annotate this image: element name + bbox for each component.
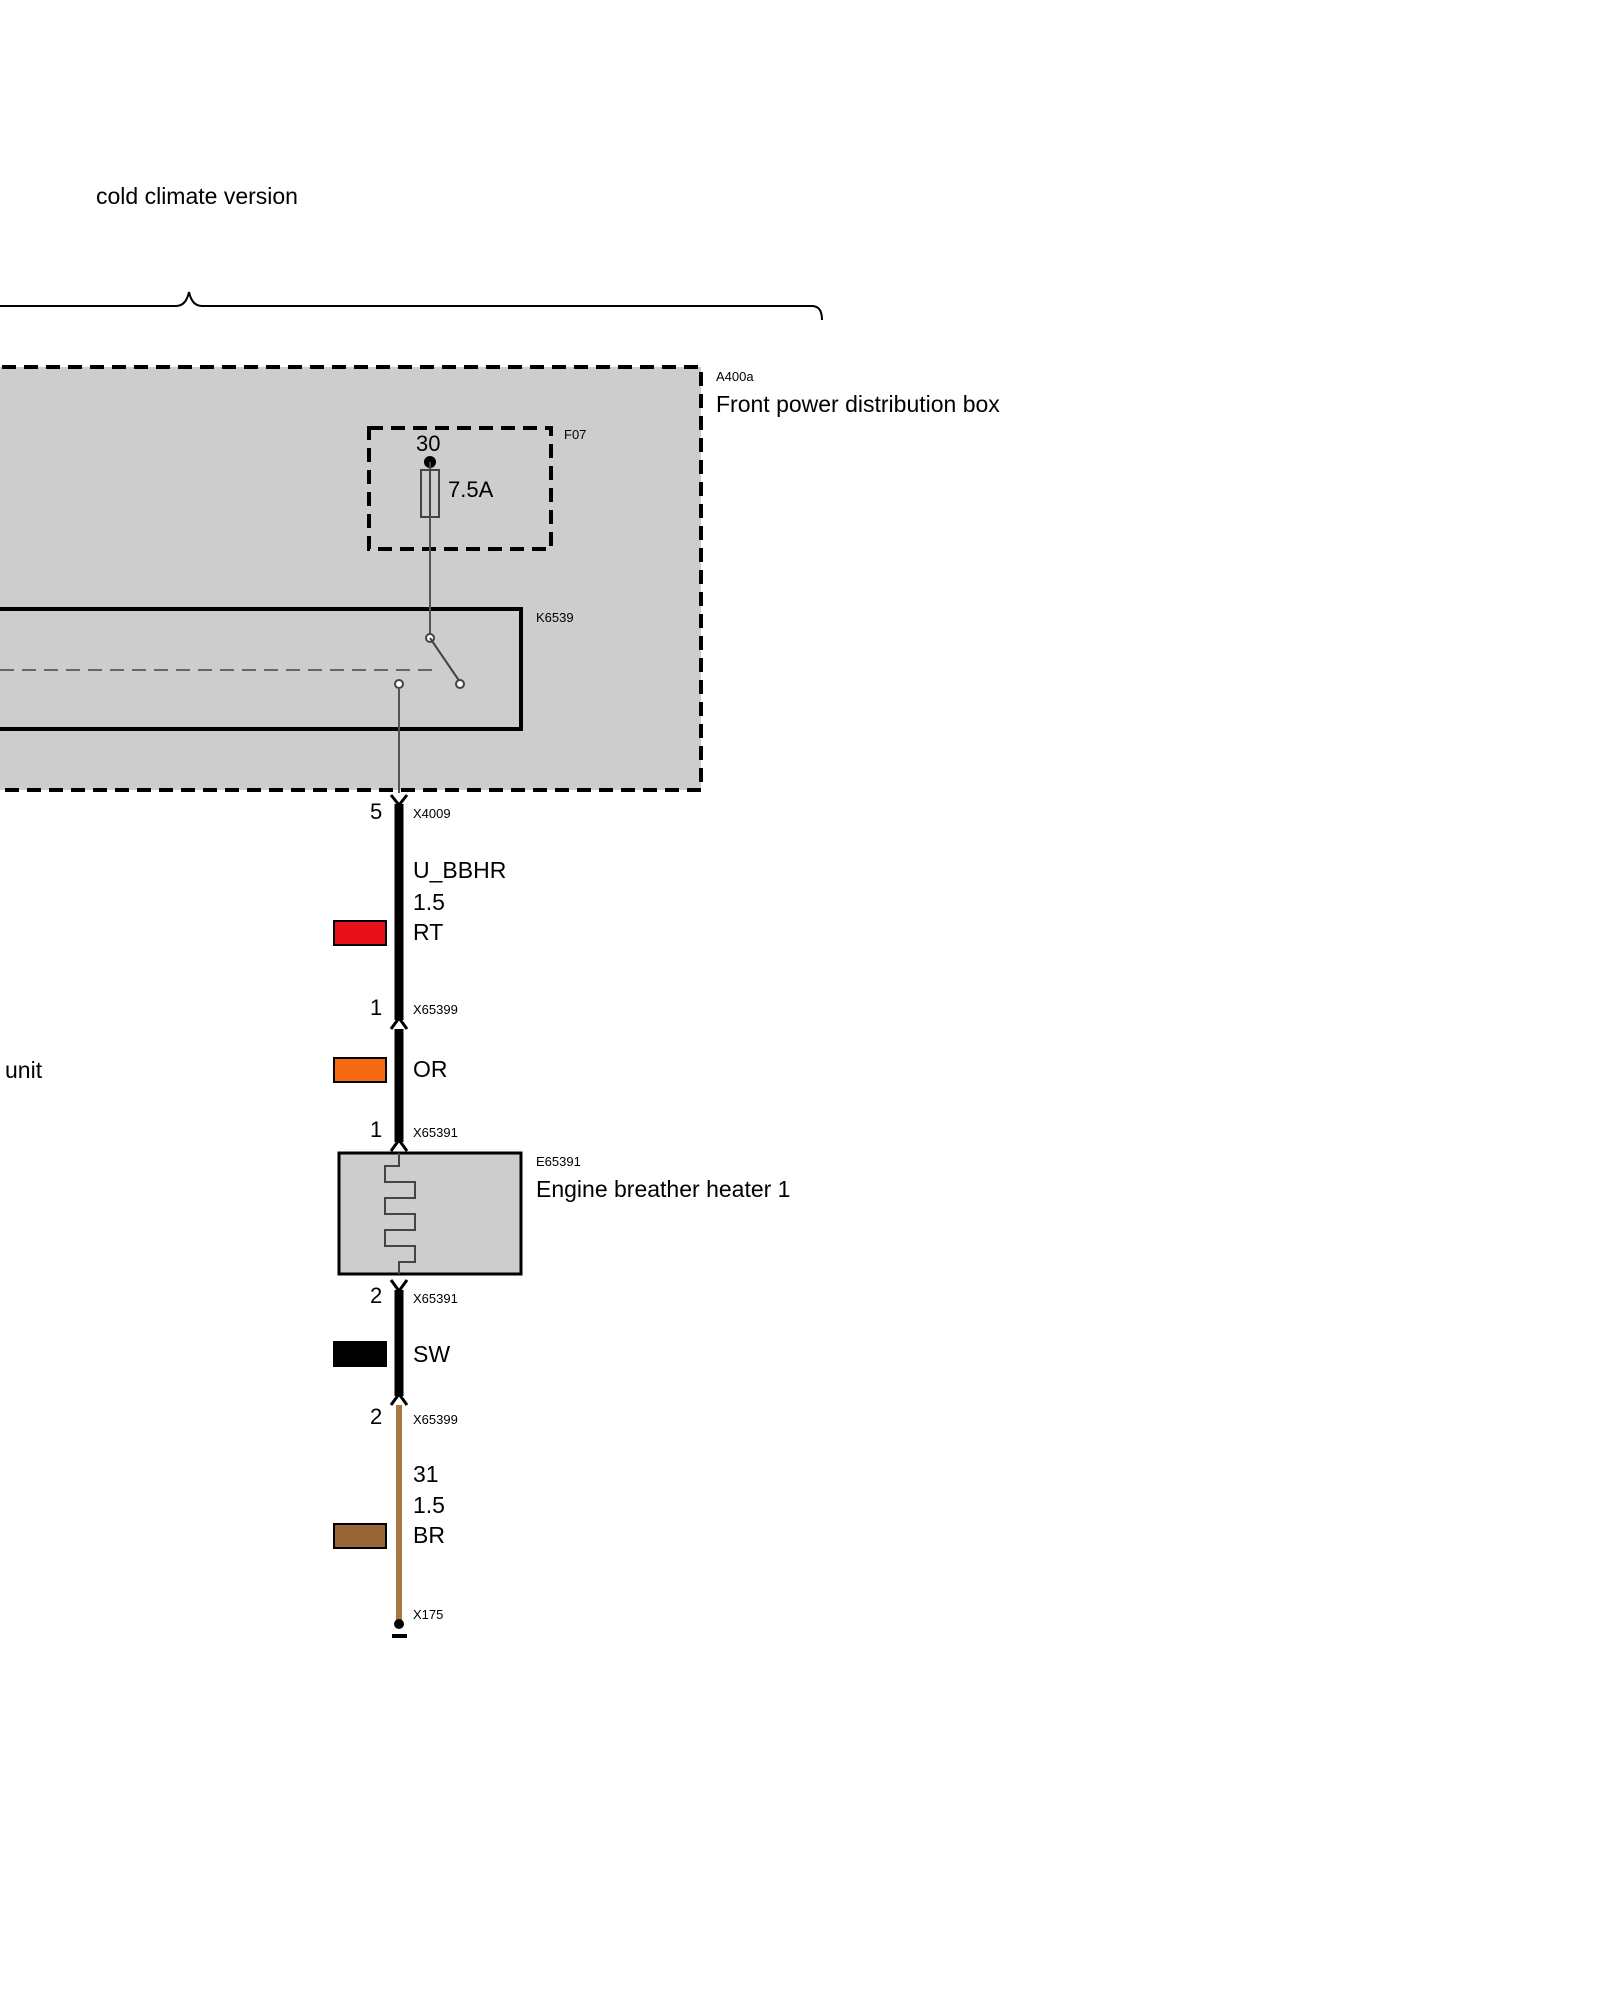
heater-name: Engine breather heater 1 (536, 1176, 790, 1202)
connector-x65391-bottom-symbol (389, 1279, 409, 1294)
variant-bracket (0, 291, 823, 321)
fuse-housing (367, 426, 553, 551)
wire-heater-feed-color-code: OR (413, 1056, 448, 1082)
connector-x65399-top-pin: 1 (370, 995, 382, 1020)
ground-point-node (394, 1619, 404, 1629)
heater-element-symbol (384, 1153, 416, 1274)
distribution-box-id: A400a (716, 369, 754, 384)
connector-x65391-top-symbol (389, 1137, 409, 1152)
connector-x65399-bottom-symbol (389, 1391, 409, 1406)
wire-supply-signal: U_BBHR (413, 857, 506, 883)
wire-heater-return-color-code: SW (413, 1341, 450, 1367)
left-component-label-fragment: unit (5, 1057, 43, 1083)
relay-id: K6539 (536, 610, 574, 625)
wire-ground-color-code: BR (413, 1522, 445, 1548)
distribution-box-name: Front power distribution box (716, 391, 1000, 417)
wire-ground-color-swatch (333, 1523, 387, 1549)
wire-supply-gauge: 1.5 (413, 889, 445, 915)
connector-x65399-top-id: X65399 (413, 1002, 458, 1017)
wire-ground-gauge: 1.5 (413, 1492, 445, 1518)
connector-x4009-symbol (389, 794, 409, 808)
connector-x65391-bottom-pin: 2 (370, 1283, 382, 1308)
connector-x65399-top-symbol (389, 1015, 409, 1030)
wire-supply-color-code: RT (413, 919, 443, 945)
fuse-rating: 7.5A (448, 477, 494, 502)
connector-x65391-top-id: X65391 (413, 1125, 458, 1140)
connector-x65399-bottom-pin: 2 (370, 1404, 382, 1429)
relay-box (0, 607, 523, 731)
connector-x65399-bottom-id: X65399 (413, 1412, 458, 1427)
wire-heater-feed-color-swatch (333, 1057, 387, 1083)
connector-x4009-id: X4009 (413, 806, 451, 821)
wire-supply-color-swatch (333, 920, 387, 946)
heater-component (337, 1151, 523, 1276)
fuse-id: F07 (564, 427, 586, 442)
connector-x4009-pin: 5 (370, 799, 382, 824)
connector-x65391-top-pin: 1 (370, 1117, 382, 1142)
heater-id: E65391 (536, 1154, 581, 1169)
fuse-terminal-label: 30 (416, 431, 440, 456)
wire-ground-signal: 31 (413, 1461, 439, 1487)
relay-contact-open (455, 679, 465, 689)
distribution-box (0, 365, 703, 792)
relay-contact-output (394, 679, 404, 689)
connector-x65391-bottom-id: X65391 (413, 1291, 458, 1306)
wire-heater-return-color-swatch (333, 1341, 387, 1367)
variant-caption: cold climate version (96, 183, 298, 209)
relay-switch-arm (429, 637, 461, 683)
ground-point-id: X175 (413, 1607, 443, 1622)
